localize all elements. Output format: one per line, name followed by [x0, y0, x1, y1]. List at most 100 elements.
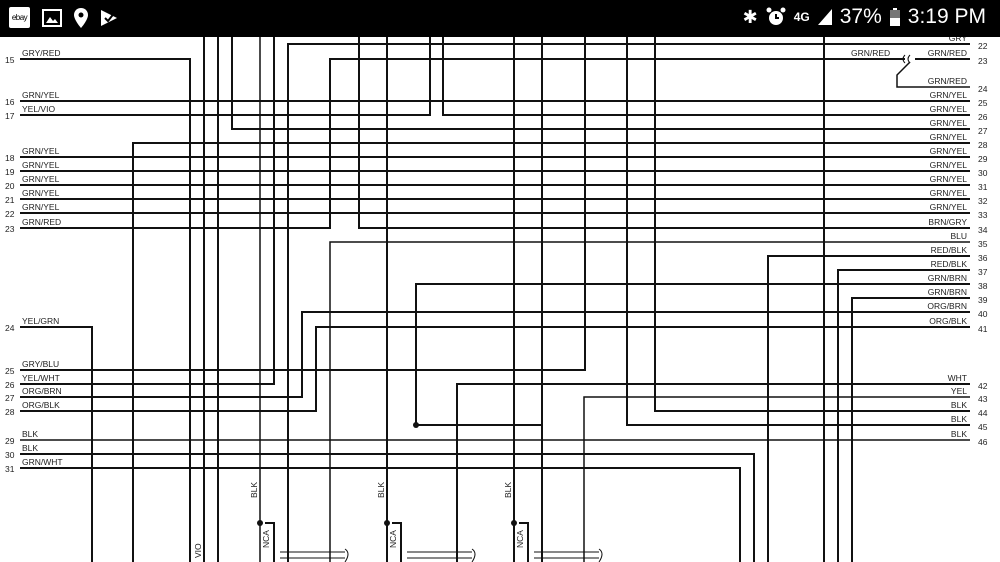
wire [851, 297, 970, 562]
left-wire-color: BLK [22, 429, 38, 439]
gallery-icon [42, 8, 62, 27]
left-pin-number: 21 [5, 195, 15, 205]
left-wire-color: YEL/GRN [22, 316, 59, 326]
left-pin-number: 29 [5, 436, 15, 446]
ebay-icon: ebay [9, 7, 30, 28]
left-pin-number: 16 [5, 97, 15, 107]
splice-wire-color: GRN/RED [851, 48, 890, 58]
right-pin-number: 40 [978, 309, 988, 319]
right-wire-color: GRN/RED [928, 76, 967, 86]
right-wire-color: GRY [949, 37, 968, 43]
wire [456, 383, 970, 562]
pin-labels: 15GRY/RED16GRN/YEL17YEL/VIO18GRN/YEL19GR… [5, 37, 988, 558]
splice-dot [257, 520, 263, 526]
left-wire-color: GRN/RED [22, 217, 61, 227]
right-wire-color: RED/BLK [931, 245, 968, 255]
connector-end [471, 548, 476, 562]
vertical-wire-color: BLK [249, 482, 259, 498]
right-pin-number: 33 [978, 210, 988, 220]
alarm-icon [766, 7, 786, 25]
right-wire-color: WHT [948, 373, 967, 383]
nca-label: NCA [388, 530, 398, 548]
right-pin-number: 26 [978, 112, 988, 122]
left-wire-color: ORG/BLK [22, 400, 60, 410]
wiring-diagram: 15GRY/RED16GRN/YEL17YEL/VIO18GRN/YEL19GR… [5, 37, 988, 562]
wire [20, 37, 431, 116]
wire [358, 37, 970, 229]
left-pin-number: 15 [5, 55, 15, 65]
right-wire-color: BLK [951, 429, 967, 439]
left-pin-number: 19 [5, 167, 15, 177]
signal-icon [817, 9, 832, 25]
right-pin-number: 29 [978, 154, 988, 164]
status-bar: ebay ✱ 4G 37% 3:19 PM [0, 0, 1000, 37]
left-pin-number: 17 [5, 111, 15, 121]
left-wire-color: GRN/YEL [22, 188, 60, 198]
clock: 3:19 PM [907, 5, 986, 28]
left-wire-color: GRN/YEL [22, 146, 60, 156]
left-wire-color: BLK [22, 443, 38, 453]
connector-lead [265, 522, 275, 562]
splice-dot [511, 520, 517, 526]
right-wire-color: GRN/BRN [928, 287, 967, 297]
left-wire-color: YEL/WHT [22, 373, 60, 383]
vertical-wire-color: BLK [376, 482, 386, 498]
right-pin-number: 46 [978, 437, 988, 447]
wire [837, 269, 970, 562]
right-wire-color: BLK [951, 414, 967, 424]
right-pin-number: 28 [978, 140, 988, 150]
wire [20, 453, 755, 562]
location-icon [74, 7, 88, 28]
battery-icon [889, 8, 900, 26]
wire [626, 37, 970, 426]
wire [767, 255, 970, 562]
right-pin-number: 31 [978, 182, 988, 192]
right-wire-color: RED/BLK [931, 259, 968, 269]
right-pin-number: 30 [978, 168, 988, 178]
connector-end [598, 548, 603, 562]
splice-dot [413, 422, 419, 428]
wires [20, 37, 970, 562]
right-pin-number: 25 [978, 98, 988, 108]
wire [583, 396, 970, 562]
wire [287, 43, 970, 562]
left-wire-color: GRN/YEL [22, 160, 60, 170]
right-wire-color: BLK [951, 400, 967, 410]
right-wire-color: GRN/YEL [930, 146, 968, 156]
wire [329, 241, 970, 562]
wire [20, 311, 970, 398]
wire [654, 37, 970, 412]
left-pin-number: 26 [5, 380, 15, 390]
vertical-wire-color: VIO [193, 543, 203, 558]
right-pin-number: 39 [978, 295, 988, 305]
vertical-wire-color: BLK [503, 482, 513, 498]
left-pin-number: 27 [5, 393, 15, 403]
wire [231, 37, 970, 130]
wire [20, 58, 191, 562]
right-pin-number: 45 [978, 422, 988, 432]
right-pin-number: 38 [978, 281, 988, 291]
right-pin-number: 42 [978, 381, 988, 391]
left-pin-number: 22 [5, 209, 15, 219]
right-pin-number: 43 [978, 394, 988, 404]
left-pin-number: 24 [5, 323, 15, 333]
wire [20, 37, 586, 371]
right-pin-number: 32 [978, 196, 988, 206]
left-wire-color: GRN/YEL [22, 90, 60, 100]
right-pin-number: 27 [978, 126, 988, 136]
connector-lead [392, 522, 402, 562]
battery-percent: 37% [839, 5, 882, 28]
left-pin-number: 30 [5, 450, 15, 460]
left-wire-color: GRN/WHT [22, 457, 63, 467]
right-wire-color: ORG/BRN [927, 301, 967, 311]
right-wire-color: ORG/BLK [929, 316, 967, 326]
left-wire-color: GRN/YEL [22, 202, 60, 212]
ebay-logo-text: ebay [11, 13, 28, 22]
left-pin-number: 20 [5, 181, 15, 191]
right-wire-color: BLU [950, 231, 967, 241]
right-wire-color: GRN/YEL [930, 202, 968, 212]
splice-dot [384, 520, 390, 526]
right-pin-number: 35 [978, 239, 988, 249]
right-pin-number: 37 [978, 267, 988, 277]
right-wire-color: GRN/YEL [930, 90, 968, 100]
